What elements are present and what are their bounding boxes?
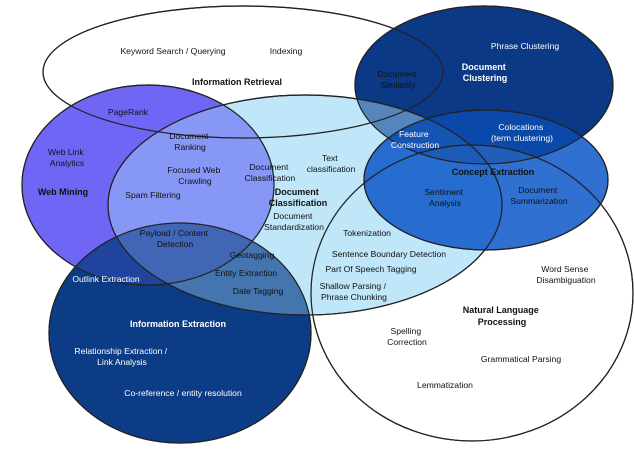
document-classification-item-label: Document Classification: [245, 162, 296, 183]
information-extraction-overlay: [49, 223, 311, 443]
natural-language-processing-title: Natural Language Processing: [463, 305, 542, 327]
document-summarization-label: Document Summarization: [510, 185, 568, 206]
colocations-label: Colocations (term clustering): [491, 122, 553, 143]
entity-extraction-label: Entity Extraction: [215, 268, 277, 278]
focused-web-crawling-label: Focused Web Crawling: [167, 165, 222, 186]
document-clustering-overlay: [355, 6, 613, 164]
shallow-parsing-label: Shallow Parsing / Phrase Chunking: [320, 281, 389, 302]
payload-detection-label: Payload / Content Detection: [140, 228, 211, 249]
lemmatization-label: Lemmatization: [417, 380, 473, 390]
relationship-extraction-label: Relationship Extraction / Link Analysis: [74, 346, 169, 367]
document-classification-title: Document Classification: [269, 187, 328, 208]
text-classification-label: Text classification: [307, 153, 356, 174]
date-tagging-label: Date Tagging: [233, 286, 284, 296]
word-sense-label: Word Sense Disambiguation: [536, 264, 595, 285]
indexing-label: Indexing: [270, 46, 303, 56]
sentence-boundary-label: Sentence Boundary Detection: [332, 249, 446, 259]
tokenization-label: Tokenization: [343, 228, 391, 238]
web-link-analytics-label: Web Link Analytics: [48, 147, 86, 168]
information-extraction-title: Information Extraction: [130, 319, 226, 329]
information-retrieval-title: Information Retrieval: [192, 77, 282, 87]
feature-construction-label: Feature Construction: [391, 129, 439, 150]
sentiment-analysis-label: Sentiment Analysis: [424, 187, 465, 208]
outlink-extraction-label: Outlink Extraction: [72, 274, 140, 284]
document-standardization-label: Document Standardization: [264, 211, 324, 232]
web-mining-title: Web Mining: [38, 187, 88, 197]
phrase-clustering-label: Phrase Clustering: [491, 41, 560, 51]
concept-extraction-title: Concept Extraction: [452, 167, 535, 177]
grammatical-parsing-label: Grammatical Parsing: [481, 354, 561, 364]
document-similarity-label: Document Similarity: [377, 69, 419, 90]
pagerank-label: PageRank: [108, 107, 149, 117]
document-ranking-label: Document Ranking: [169, 131, 211, 152]
outlines: [21, 5, 634, 444]
pos-tagging-label: Part Of Speech Tagging: [325, 264, 416, 274]
coreference-label: Co-reference / entity resolution: [124, 388, 242, 398]
spelling-correction-label: Spelling Correction: [387, 326, 427, 347]
document-clustering-title: Document Clustering: [462, 62, 509, 83]
keyword-search-label: Keyword Search / Querying: [120, 46, 225, 56]
geotagging-label: Geotagging: [230, 250, 275, 260]
spam-filtering-label: Spam Filtering: [125, 190, 181, 200]
